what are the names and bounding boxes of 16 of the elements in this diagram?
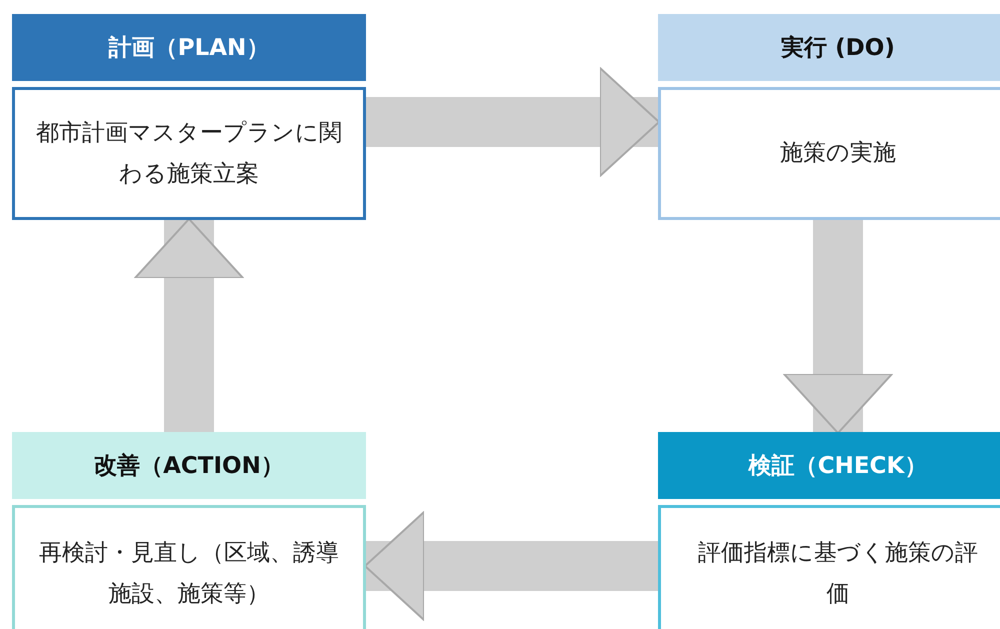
block-arrow	[783, 220, 893, 434]
card-header: 改善（ACTION）	[12, 432, 366, 499]
card-header: 検証（CHECK）	[658, 432, 1000, 499]
pdca-card	[658, 14, 1000, 220]
card-body-text: 評価指標に基づく施策の評価	[697, 539, 979, 608]
pdca-card	[12, 14, 366, 220]
pdca-card	[12, 432, 366, 629]
card-header: 実行 (DO)	[658, 14, 1000, 81]
card-body-text: 施策の実施	[780, 139, 896, 168]
card-header: 計画（PLAN）	[12, 14, 366, 81]
block-arrow	[366, 67, 660, 177]
card-body-text: 都市計画マスタープランに関わる施策立案	[35, 119, 343, 188]
block-arrow	[364, 511, 658, 621]
block-arrow	[134, 218, 244, 432]
card-body-text: 再検討・見直し（区域、誘導施設、施策等）	[38, 539, 340, 608]
pdca-card	[658, 432, 1000, 629]
